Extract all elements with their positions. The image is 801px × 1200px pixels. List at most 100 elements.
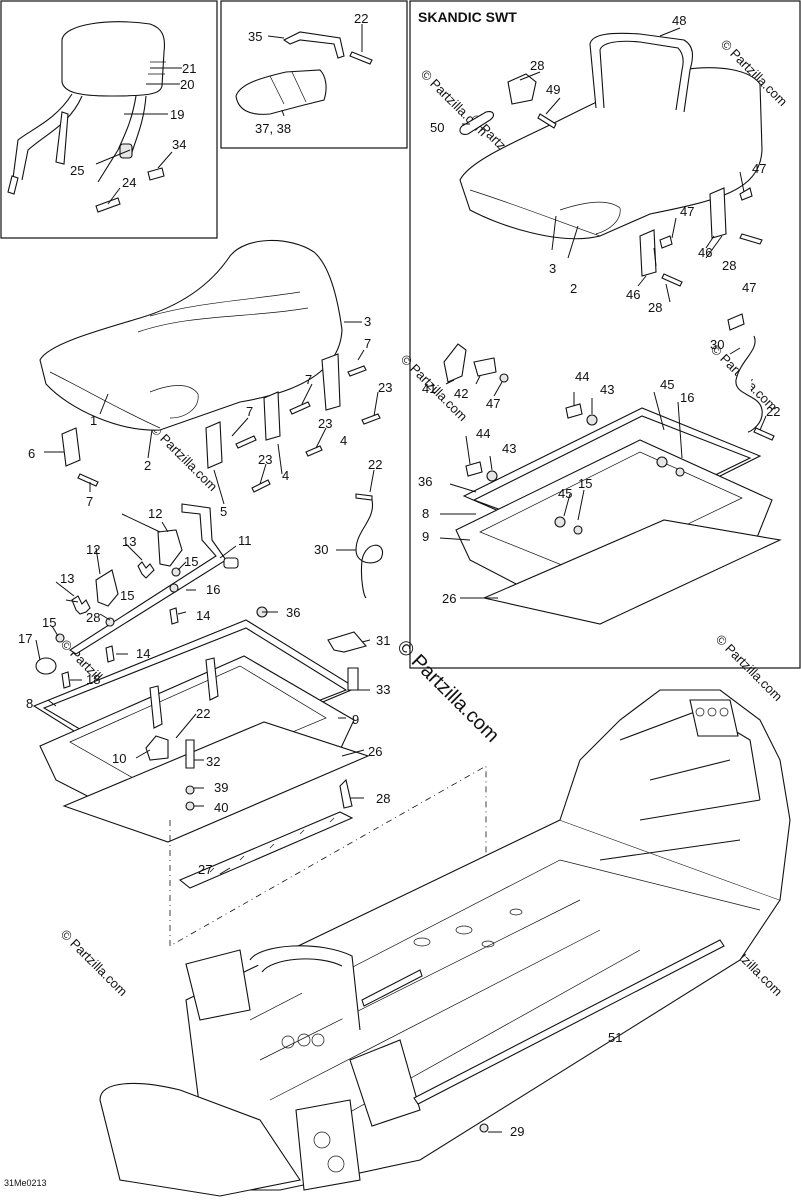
callout-28: 28 — [722, 258, 736, 273]
callout-22: 22 — [196, 706, 210, 721]
storage-bag-assembly — [235, 24, 373, 117]
callout-26: 26 — [442, 591, 456, 606]
bolt — [565, 403, 583, 419]
callout-35: 35 — [248, 29, 262, 44]
callout-23: 23 — [258, 452, 272, 467]
callout-15: 15 — [578, 476, 592, 491]
callout-23: 23 — [378, 380, 392, 395]
mid-plate — [349, 1039, 421, 1127]
rail-strip — [178, 811, 354, 889]
steering-loop — [249, 945, 361, 1031]
callout-47: 47 — [752, 161, 766, 176]
callout-2: 2 — [144, 458, 151, 473]
callout-47: 47 — [486, 396, 500, 411]
callout-32: 32 — [206, 754, 220, 769]
bolt — [465, 461, 483, 477]
callout-13: 13 — [122, 534, 136, 549]
callout-1: 1 — [90, 413, 97, 428]
callout-3: 3 — [549, 261, 556, 276]
callout-44: 44 — [575, 369, 589, 384]
callout-22: 22 — [368, 457, 382, 472]
callout-31: 31 — [376, 633, 390, 648]
callout-22: 22 — [766, 404, 780, 419]
callout-28: 28 — [648, 300, 662, 315]
storage-bag — [235, 69, 327, 115]
bolt — [95, 197, 121, 213]
callout-43: 43 — [600, 382, 614, 397]
callout-49: 49 — [546, 82, 560, 97]
latch-plate — [157, 529, 183, 567]
callout-43: 43 — [502, 441, 516, 456]
callout-21: 21 — [182, 61, 196, 76]
callout-15: 15 — [184, 554, 198, 569]
chassis-frame — [99, 689, 791, 1197]
callout-30: 30 — [710, 337, 724, 352]
bolt — [727, 313, 745, 331]
callout-28: 28 — [376, 791, 390, 806]
backrest-inset-frame — [0, 0, 218, 239]
callout-7: 7 — [305, 372, 312, 387]
callout-26: 26 — [368, 744, 382, 759]
callout-18: 18 — [86, 672, 100, 687]
bracket — [327, 631, 367, 653]
callout-12: 12 — [86, 542, 100, 557]
drawing-code: 31Me0213 — [4, 1178, 47, 1188]
callout-7: 7 — [246, 404, 253, 419]
callout-17: 17 — [18, 631, 32, 646]
bolt — [169, 607, 179, 625]
callout-40: 40 — [214, 800, 228, 815]
inset-title: SKANDIC SWT — [418, 9, 517, 25]
bolt — [185, 739, 195, 769]
callout-7: 7 — [86, 494, 93, 509]
side-rail — [413, 939, 725, 1105]
callout-11: 11 — [238, 533, 252, 548]
callout-3: 3 — [364, 314, 371, 329]
backrest-frame-tube — [11, 93, 83, 187]
callout-46: 46 — [698, 245, 712, 260]
callout-36: 36 — [286, 605, 300, 620]
callout-50: 50 — [430, 120, 444, 135]
callout-5: 5 — [220, 504, 227, 519]
skandic-seat-assembly — [439, 27, 782, 625]
knob — [35, 657, 57, 675]
seat-bracket — [61, 427, 81, 467]
callout-22: 22 — [354, 11, 368, 26]
storage-bag-inset-frame — [220, 0, 408, 149]
seat-cushion — [39, 239, 343, 431]
callout-9: 9 — [352, 712, 359, 727]
callout-34: 34 — [172, 137, 186, 152]
callout-2: 2 — [570, 281, 577, 296]
latch-hook — [145, 735, 169, 761]
screw — [349, 51, 373, 65]
callout-20: 20 — [180, 77, 194, 92]
hinge-bracket — [443, 343, 467, 383]
partzilla-watermark: © Partzilla.com — [392, 636, 503, 747]
latch-spring — [137, 561, 155, 579]
grab-handle — [589, 32, 694, 113]
callout-36: 36 — [418, 474, 432, 489]
callout-14: 14 — [196, 608, 210, 623]
bolt — [105, 645, 115, 663]
seat-bracket — [263, 391, 281, 441]
callout-37-38: 37, 38 — [255, 121, 291, 136]
callout-47: 47 — [680, 204, 694, 219]
latch-rod — [68, 503, 227, 655]
callout-8: 8 — [26, 696, 33, 711]
callout-30: 30 — [314, 542, 328, 557]
latch-plate — [95, 569, 119, 607]
callout-51: 51 — [608, 1030, 622, 1045]
callout-8: 8 — [422, 506, 429, 521]
callout-28: 28 — [530, 58, 544, 73]
seat-bracket — [709, 187, 727, 239]
callout-13: 13 — [60, 571, 74, 586]
callout-25: 25 — [70, 163, 84, 178]
backrest-frame-tube — [97, 95, 147, 183]
bracket-plate — [507, 73, 537, 105]
bracket — [282, 31, 345, 59]
callout-16: 16 — [680, 390, 694, 405]
callout-16: 16 — [206, 582, 220, 597]
callout-23: 23 — [318, 416, 332, 431]
callout-46: 46 — [626, 287, 640, 302]
callout-4: 4 — [282, 468, 289, 483]
callout-45: 45 — [558, 486, 572, 501]
